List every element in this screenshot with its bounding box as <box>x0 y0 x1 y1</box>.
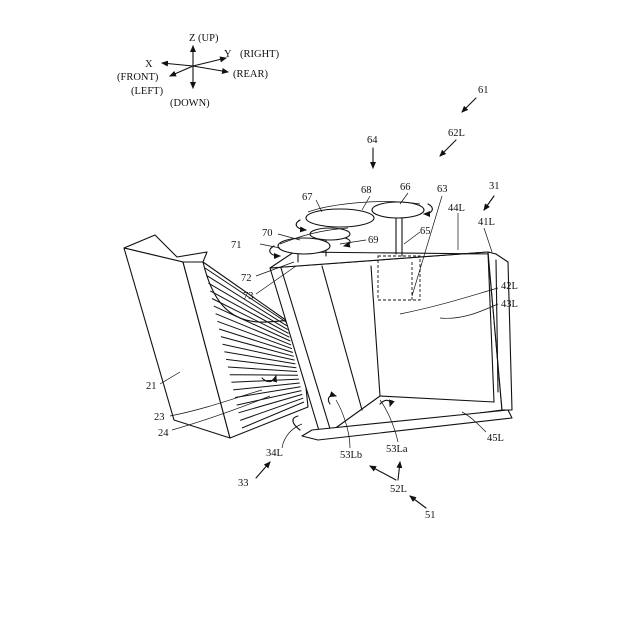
label-70: 70 <box>262 228 273 239</box>
label-45L: 45L <box>487 433 504 444</box>
label-21: 21 <box>146 381 157 392</box>
label-67: 67 <box>302 192 313 203</box>
x-front-arrow <box>162 63 193 66</box>
axis-right-label: (RIGHT) <box>240 49 280 60</box>
lead-71 <box>260 244 280 248</box>
axis-y-label: Y <box>224 49 232 60</box>
arrow-62L <box>440 140 456 156</box>
rot-arrow-70 <box>344 238 350 246</box>
label-61: 61 <box>478 85 489 96</box>
label-65: 65 <box>420 226 431 237</box>
label-66: 66 <box>400 182 411 193</box>
axis-down-label: (DOWN) <box>170 98 210 109</box>
label-31: 31 <box>489 181 500 192</box>
lead-69 <box>340 240 366 244</box>
lead-41L <box>484 228 492 252</box>
lead-68 <box>362 196 370 210</box>
label-62L: 62L <box>448 128 465 139</box>
label-33: 33 <box>238 478 249 489</box>
left-arrow <box>170 66 193 76</box>
axis-front-label: (FRONT) <box>117 72 159 83</box>
rib-line <box>230 375 298 376</box>
label-43L: 43L <box>501 299 518 310</box>
housing <box>270 252 512 440</box>
rot-arrow-67 <box>296 220 306 230</box>
label-34L: 34L <box>266 448 283 459</box>
lead-67 <box>316 200 322 212</box>
label-42L: 42L <box>501 281 518 292</box>
label-73: 73 <box>243 291 254 302</box>
y-right-arrow <box>193 58 226 66</box>
pulley-67 <box>306 209 374 227</box>
label-23: 23 <box>154 412 165 423</box>
label-41L: 41L <box>478 217 495 228</box>
label-63: 63 <box>437 184 448 195</box>
axis-rear-label: (REAR) <box>233 69 269 80</box>
axis-indicator: Z (UP) Y (RIGHT) X (FRONT) (REAR) (LEFT)… <box>117 33 280 109</box>
axis-z-label: Z (UP) <box>189 33 219 44</box>
axis-x-label: X <box>145 59 153 70</box>
lead-65 <box>404 232 420 244</box>
label-64: 64 <box>367 135 378 146</box>
label-53La: 53La <box>386 444 408 455</box>
arrow-61 <box>462 98 476 112</box>
rot-arrow-66 <box>424 204 432 214</box>
arrow-51 <box>410 496 426 508</box>
label-52L: 52L <box>390 484 407 495</box>
label-68: 68 <box>361 185 372 196</box>
arrow-52L-a <box>370 466 396 480</box>
axis-left-label: (LEFT) <box>131 86 164 97</box>
arrow-52L-b <box>398 462 400 480</box>
label-44L: 44L <box>448 203 465 214</box>
label-51: 51 <box>425 510 436 521</box>
pulley-66 <box>372 202 424 218</box>
arrow-33 <box>256 462 270 478</box>
label-71: 71 <box>231 240 242 251</box>
label-24: 24 <box>158 428 169 439</box>
label-69: 69 <box>368 235 379 246</box>
arrow-31 <box>484 196 494 210</box>
lead-34L <box>282 424 302 448</box>
label-53Lb: 53Lb <box>340 450 362 461</box>
pulley-71 <box>278 238 330 254</box>
rear-arrow <box>193 66 228 72</box>
label-72: 72 <box>241 273 252 284</box>
